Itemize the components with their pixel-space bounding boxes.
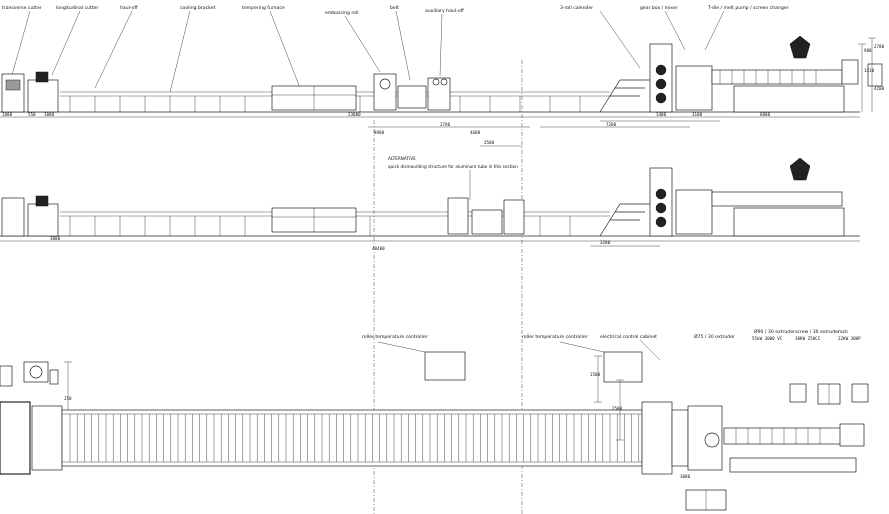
label-roller-temp-controller-2: roller temperature controller: [522, 334, 588, 340]
label-tempering-furnace: tempering furnace: [242, 5, 285, 11]
dim-550: 550: [28, 112, 36, 117]
height-dim-4: 4200: [874, 86, 885, 91]
roller-temp-controller-1: [424, 351, 466, 381]
roller-temp-controller-2: [603, 351, 643, 383]
dim-250: 250: [64, 396, 72, 401]
belt-2: [471, 209, 503, 235]
motor-2: 30KW 250CC: [795, 336, 821, 341]
three-roll-calender: [649, 43, 673, 113]
embossing-roll-2: [447, 197, 469, 235]
dim-3000: 3000: [50, 236, 61, 241]
height-dim-1: 980: [864, 48, 872, 53]
dim-4600: 4600: [470, 130, 481, 135]
elevation-view-2: ALTERNATIVE quick dismounting structure …: [0, 140, 860, 251]
label-3-roll-calender: 3-roll calender: [560, 5, 593, 11]
longitudinal-cutter: [27, 79, 59, 113]
dim-3000-plan: 3000: [680, 474, 691, 479]
height-dim-2: 1410: [864, 68, 875, 73]
label-rack: rack: [838, 329, 848, 335]
label-extruder-75: Ø75 / 30 extruder: [694, 333, 735, 340]
dim-7200: 7200: [606, 122, 617, 127]
plan-view: roller temperature controller roller tem…: [0, 328, 869, 511]
label-belt: belt: [390, 5, 399, 11]
dim-3100: 3100: [692, 112, 703, 117]
dim-23000: 23000: [348, 112, 361, 117]
label-t-die: T-die / melt pump / screen changer: [707, 5, 789, 11]
dim-2500: 2500: [484, 140, 495, 145]
note-title: ALTERNATIVE: [388, 156, 416, 161]
hopper: [789, 35, 811, 59]
auxiliary-haul-off: [427, 77, 451, 111]
label-electrical-cabinet: electrical control cabinet: [600, 334, 657, 340]
calender-plan: [641, 401, 673, 475]
longitudinal-cutter-2: [27, 203, 59, 237]
dim-1500: 1500: [590, 372, 601, 377]
label-transverse-cutter: transverse cutter: [2, 5, 42, 11]
label-roller-temp-controller-1: roller temperature controller: [362, 334, 428, 340]
motor-3: 22KW 30HP: [838, 336, 861, 341]
height-dim-3: 2780: [874, 44, 885, 49]
elevation-view-1: transverse cutter longitudinal cutter ha…: [0, 5, 885, 135]
label-longitudinal-cutter: longitudinal cutter: [56, 5, 98, 11]
belt: [397, 85, 427, 109]
dim-2700: 2700: [440, 122, 451, 127]
extruder-barrel: [711, 69, 843, 85]
dim-3200: 3200: [600, 240, 611, 245]
dim-48400: 48400: [372, 246, 385, 251]
cutter-unit: [23, 361, 49, 383]
label-cooling-bracket: cooling bracket: [180, 5, 215, 11]
label-embossing-roll: embossing roll: [325, 10, 359, 16]
gearbox: [867, 63, 883, 87]
embossing-roll: [373, 73, 397, 111]
extruder-base: [733, 85, 845, 113]
label-auxiliary-haul-off: auxiliary haul-off: [425, 8, 465, 14]
label-extruder-screw: screw / 30 extruder: [795, 329, 840, 335]
dim-8900: 8900: [374, 130, 385, 135]
label-extruder-90: Ø90 / 30 extruder: [754, 328, 795, 335]
dim-6000: 6000: [760, 112, 771, 117]
dim-1000: 1000: [44, 112, 55, 117]
dim-2000: 2000: [2, 112, 13, 117]
hopper-2: [789, 157, 811, 181]
three-roll-calender-2: [649, 167, 673, 237]
label-haul-off: haul-off: [120, 5, 138, 11]
elevation1-labels: transverse cutter longitudinal cutter ha…: [2, 5, 789, 93]
transverse-cutter-2: [1, 197, 25, 237]
extruder-base-2: [733, 207, 845, 237]
auxiliary-haul-off-2: [503, 199, 525, 235]
motor-box-3: [851, 383, 869, 403]
motor-1: 55kW 3000 VC: [752, 336, 783, 341]
dim-2500-plan: 2500: [612, 406, 623, 411]
label-gear-box: gear box / mixer: [640, 5, 678, 11]
extruder-barrel-2: [711, 191, 843, 207]
note-text: quick dismounting structure for aluminum…: [388, 164, 518, 169]
motor-box-1: [789, 383, 807, 403]
transverse-cutter: [1, 73, 25, 113]
dim-1400: 1400: [656, 112, 667, 117]
